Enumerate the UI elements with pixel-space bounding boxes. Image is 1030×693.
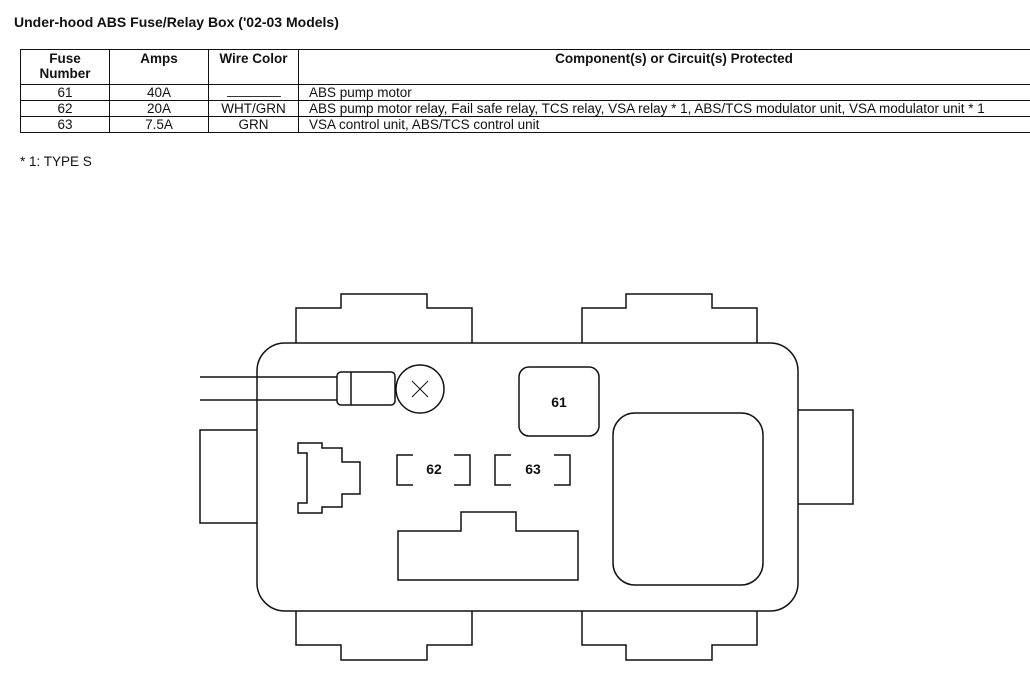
footnote: * 1: TYPE S <box>20 154 92 169</box>
top-right-tab <box>581 293 758 343</box>
label-63: 63 <box>525 461 541 477</box>
cell-component: ABS pump motor relay, Fail safe relay, T… <box>298 100 1030 117</box>
header-fuse-number: Fuse Number <box>20 49 110 85</box>
table-row: 62 20A WHT/GRN ABS pump motor relay, Fai… <box>20 100 1030 117</box>
cell-fuse: 61 <box>20 84 110 101</box>
label-61: 61 <box>551 394 567 410</box>
label-62: 62 <box>426 461 442 477</box>
latch-connector <box>297 442 361 514</box>
fuse-table: Fuse Number Amps Wire Color Component(s)… <box>20 49 1030 133</box>
cell-wire: GRN <box>208 116 299 133</box>
terminal-bolt-ring <box>395 364 445 414</box>
left-side-connector <box>199 429 257 524</box>
cell-amps: 7.5A <box>109 116 209 133</box>
fuse-62-right-bracket <box>454 454 471 486</box>
fuse-62-left-bracket <box>396 454 413 486</box>
ring-terminal-sleeve <box>336 371 396 406</box>
right-side-connector <box>798 409 854 505</box>
relay-socket <box>612 412 764 586</box>
no-wire-dash <box>226 95 281 97</box>
table-row: 63 7.5A GRN VSA control unit, ABS/TCS co… <box>20 116 1030 133</box>
bottom-left-tab <box>295 611 473 661</box>
fuse-63-left-bracket <box>494 454 511 486</box>
cell-fuse: 63 <box>20 116 110 133</box>
fuse-61 <box>518 366 600 437</box>
bottom-right-tab <box>581 611 758 661</box>
top-left-tab <box>295 293 473 343</box>
cell-component: VSA control unit, ABS/TCS control unit <box>298 116 1030 133</box>
bottom-connector <box>397 511 579 581</box>
fuse-63-right-bracket <box>554 454 571 486</box>
page-title: Under-hood ABS Fuse/Relay Box ('02-03 Mo… <box>14 14 339 30</box>
header-wire-color: Wire Color <box>208 49 299 85</box>
fuse-box-housing <box>256 342 799 612</box>
bolt-cross-2 <box>411 380 429 398</box>
